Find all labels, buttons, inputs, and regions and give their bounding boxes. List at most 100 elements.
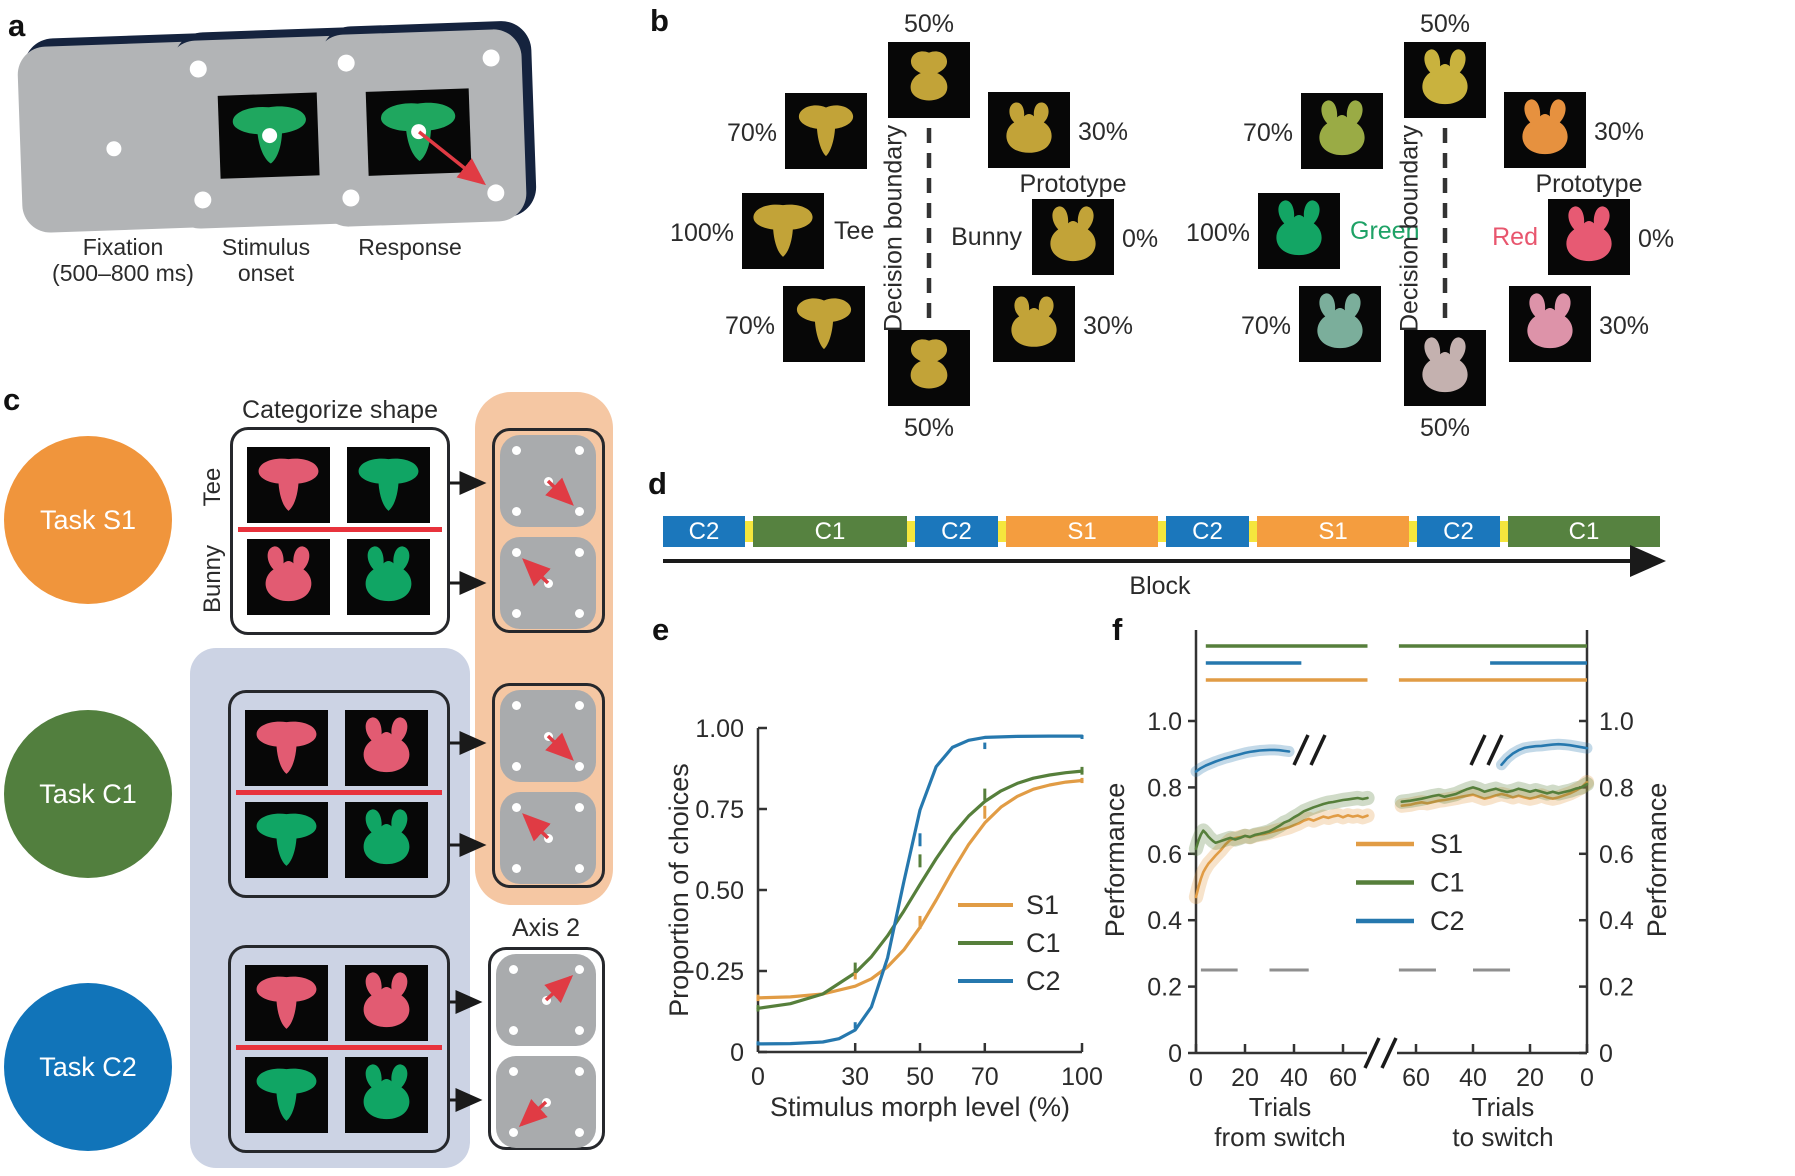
block-0-C2: C2: [663, 516, 745, 547]
tee-icon: [256, 976, 317, 1029]
cell-1-0: [245, 710, 328, 786]
target-dot-tl: [508, 1067, 518, 1077]
bunny-icon: [363, 1064, 410, 1120]
row-label-bunny: Bunny: [199, 544, 226, 614]
task-c1-circle: Task C1: [4, 710, 172, 878]
task-s1-circle: Task S1: [4, 436, 172, 604]
block-1-C1: C1: [753, 516, 907, 547]
target-dot-tr: [575, 548, 585, 558]
morph-tile-colour-morph-3: [1299, 286, 1381, 362]
block-connector: [1249, 521, 1257, 542]
target-dot-br: [575, 761, 585, 771]
categorize-shape-title: Categorize shape: [242, 396, 438, 424]
morph-pct-label: 0%: [1638, 225, 1675, 253]
response-arrow-icon: [545, 732, 574, 761]
bunny-icon: [363, 972, 410, 1028]
stimulus-screen: [166, 34, 377, 230]
axis-screen-1-1: [500, 792, 596, 884]
response-arrow-icon: [518, 1098, 548, 1127]
morph-pct-label: 0%: [1122, 225, 1159, 253]
morph-tile-colour-morph-4: [1404, 330, 1486, 406]
categorize-panel-2: [228, 945, 450, 1153]
morph-pct-label: 50%: [903, 10, 955, 38]
target-dot-br: [574, 1025, 584, 1035]
cell-2-2: [245, 1057, 328, 1133]
decision-boundary-label: Decision boundary: [879, 124, 908, 332]
block-connector: [1500, 521, 1508, 542]
block-4-C2: C2: [1166, 516, 1249, 547]
morph-pct-label: 30%: [1078, 118, 1129, 146]
block-connector: [907, 521, 915, 542]
prototype-label: Prototype: [1535, 170, 1643, 198]
bunny-icon: [1319, 100, 1365, 156]
caption-stimulus-2: onset: [237, 260, 295, 286]
decision-boundary-label: Decision boundary: [1395, 124, 1424, 332]
target-dot-tl: [189, 59, 207, 78]
response-arrow-icon: [522, 813, 551, 842]
morph-tile-shape-morph-4: [888, 330, 970, 406]
bunny-icon: [1050, 206, 1096, 262]
target-dot-br: [574, 1127, 584, 1137]
target-dot-tr: [574, 965, 584, 975]
tee-icon: [753, 204, 813, 257]
category-label-red: Red: [1492, 223, 1538, 251]
bunny30-icon: [1011, 296, 1057, 347]
bunny-icon: [1566, 206, 1612, 262]
target-dot-bl: [511, 863, 521, 873]
target-dot-bl: [511, 761, 521, 771]
cell-2-1: [345, 965, 428, 1041]
task-c1-label: Task C1: [39, 778, 137, 809]
panel-label-a: a: [8, 8, 26, 43]
category-label-green: Green: [1350, 217, 1420, 245]
target-dot-tr: [575, 446, 585, 456]
mid50-icon: [910, 51, 948, 101]
tee-icon: [256, 1068, 317, 1121]
panel-label-c: c: [3, 382, 21, 417]
task-c2-circle: Task C2: [4, 983, 172, 1151]
caption-response: Response: [358, 234, 462, 260]
block-connector: [1409, 521, 1417, 542]
morph-pct-label: 70%: [726, 119, 777, 147]
cell-2-0: [245, 965, 328, 1041]
block-connector: [998, 521, 1006, 542]
category-label-bunny: Bunny: [951, 223, 1022, 251]
morph-tile-colour-morph-2: [1258, 193, 1340, 269]
axis-screen-2-1: [496, 1056, 596, 1148]
bunny-icon: [1422, 337, 1468, 393]
block-connector: [1158, 521, 1166, 542]
cell-1-1: [345, 710, 428, 786]
axis-screen-1-0: [500, 690, 596, 782]
bunny-icon: [1527, 293, 1573, 349]
axis-box-1: [492, 683, 605, 888]
response-screen: [314, 28, 528, 228]
morph-tile-colour-morph-7: [1509, 286, 1591, 362]
panel-label-b: b: [650, 3, 669, 38]
morph-tile-shape-morph-2: [742, 193, 824, 269]
morph-pct-label: 70%: [1240, 312, 1291, 340]
category-divider-line: [236, 1045, 442, 1050]
caption-fixation-2: (500–800 ms): [52, 260, 194, 286]
morph-pct-label: 100%: [670, 219, 734, 247]
axis-screen-2-0: [496, 954, 596, 1046]
cell-0-1: [347, 447, 430, 523]
block-7-C1: C1: [1508, 516, 1660, 547]
response-arrow-icon: [417, 130, 487, 186]
morph-pct-label: 50%: [1419, 414, 1471, 442]
morph-pct-label: 70%: [1242, 119, 1293, 147]
cell-0-3: [347, 539, 430, 615]
bunny-icon: [365, 546, 412, 602]
block-axis-label: Block: [1129, 572, 1191, 600]
bunny-icon: [265, 546, 312, 602]
bunny30-icon: [1006, 102, 1052, 153]
categorize-panel-1: [228, 690, 450, 898]
axis-box-0: [492, 428, 605, 633]
bunny-icon: [363, 717, 410, 773]
target-dot-tr: [574, 1067, 584, 1077]
morph-tile-shape-morph-7: [993, 286, 1075, 362]
mid50-icon: [910, 339, 948, 389]
block-2-C2: C2: [915, 516, 998, 547]
response-arrow-icon: [544, 975, 574, 1004]
tee-icon: [358, 458, 419, 511]
cell-0-2: [247, 539, 330, 615]
